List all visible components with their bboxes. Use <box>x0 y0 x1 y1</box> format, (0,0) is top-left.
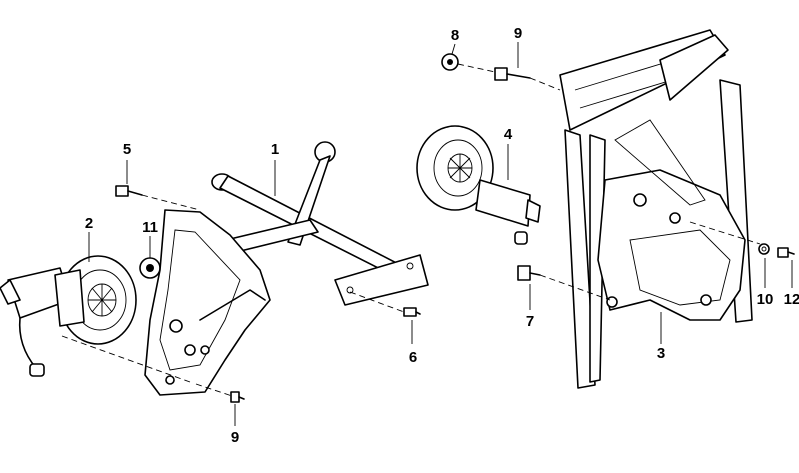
callout-2: 2 <box>85 215 93 232</box>
right-regulator-frame <box>539 29 761 389</box>
callout-1: 1 <box>271 141 279 158</box>
screw-6 <box>349 291 421 317</box>
left-regulator-arms <box>204 141 429 306</box>
screw-9-left <box>230 391 245 403</box>
bolt-7 <box>517 265 541 281</box>
callout-11: 10 <box>757 291 774 308</box>
callout-9-left: 9 <box>231 429 239 446</box>
callout-5: 5 <box>123 141 131 158</box>
right-motor <box>416 125 541 245</box>
callout-3: 3 <box>657 345 665 362</box>
bolt-5 <box>115 185 201 211</box>
left-regulator-plate <box>61 209 271 397</box>
nut-8 <box>441 53 496 73</box>
washer-11 <box>758 243 770 255</box>
callout-7: 7 <box>526 313 534 330</box>
left-motor <box>0 255 137 377</box>
callout-8: 8 <box>451 27 459 44</box>
bolt-10 <box>494 67 561 91</box>
callout-12: 11 <box>142 219 158 236</box>
callout-4: 4 <box>504 126 513 143</box>
callout-10: 9 <box>514 25 522 42</box>
bushing <box>139 257 161 279</box>
screw-9-right <box>777 247 795 258</box>
callout-6: 6 <box>409 349 417 366</box>
leader-lines <box>88 42 793 426</box>
callout-9-right: 12 <box>784 291 799 308</box>
